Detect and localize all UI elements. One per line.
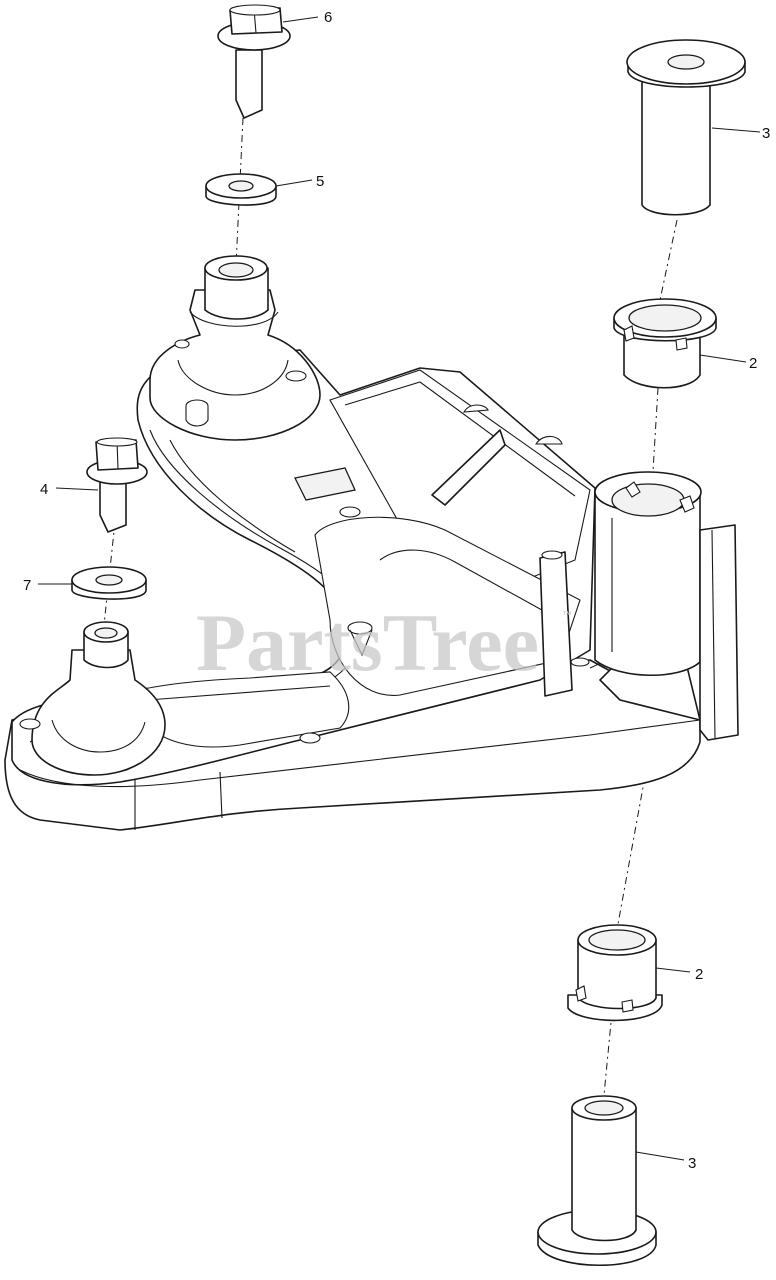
watermark-text: PartsTree — [196, 597, 539, 688]
watermark-trademark: ™ — [562, 610, 572, 621]
callout-2-bottom: 2 — [695, 966, 703, 983]
callout-6: 6 — [324, 9, 332, 26]
callout-4: 4 — [40, 481, 48, 498]
partstree-watermark: PartsTree ™ — [196, 597, 572, 688]
callouts: 6 5 3 2 4 7 2 3 — [23, 9, 770, 1172]
washer-5 — [205, 173, 277, 206]
sleeve-2-bottom — [567, 924, 663, 1022]
callout-7: 7 — [23, 577, 31, 594]
pivot-bracket — [4, 255, 739, 831]
bushing-3-bottom — [537, 1095, 657, 1266]
bushing-3-top — [626, 39, 746, 216]
leader-lines — [38, 16, 761, 1161]
washer-7 — [71, 566, 147, 600]
bolt-6 — [217, 4, 291, 119]
bolt-4 — [86, 437, 148, 533]
callout-2-top: 2 — [749, 355, 757, 372]
callout-5: 5 — [316, 173, 324, 190]
callout-3-top: 3 — [762, 125, 770, 142]
sleeve-2-top — [613, 298, 717, 389]
callout-3-bottom: 3 — [688, 1155, 696, 1172]
